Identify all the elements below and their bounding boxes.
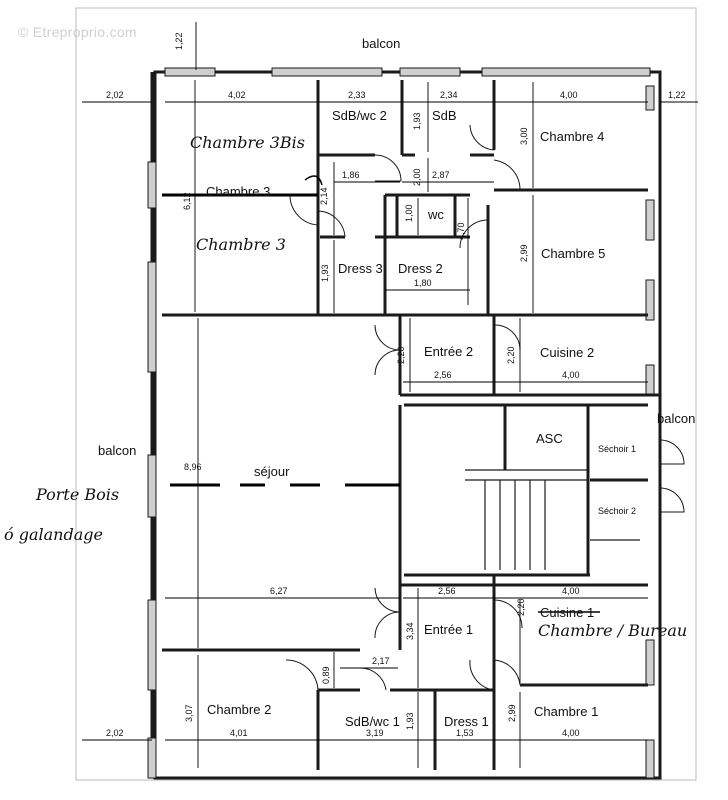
dim-bot-319: 3,19	[366, 728, 384, 738]
label-sdb-wc-1: SdB/wc 1	[345, 714, 400, 729]
dim-top-left-202: 2,02	[106, 90, 124, 100]
label-balcon-left: balcon	[98, 443, 136, 458]
dim-bot-401: 4,01	[230, 728, 248, 738]
label-dress-3: Dress 3	[338, 261, 383, 276]
dim-top-233: 2,33	[348, 90, 366, 100]
dim-217: 2,17	[372, 656, 390, 666]
dim-220-c: 2,20	[516, 598, 526, 616]
dim-top-400: 4,00	[560, 90, 578, 100]
dim-896: 8,96	[184, 462, 202, 472]
handwritten-chambre-bureau: Chambre / Bureau	[538, 621, 687, 640]
dim-220-b: 2,20	[506, 346, 516, 364]
dim-627: 6,27	[270, 586, 288, 596]
dim-307: 3,07	[184, 704, 194, 722]
dim-470: 4,70	[456, 222, 466, 240]
dim-top-right-122: 1,22	[668, 90, 686, 100]
dim-bot-202: 2,02	[106, 728, 124, 738]
label-balcon-top: balcon	[362, 36, 400, 51]
dim-220-a: 2,20	[396, 346, 406, 364]
label-cuisine-1: Cuisine 1	[540, 605, 594, 620]
dim-299-b: 2,99	[507, 704, 517, 722]
dim-bot-153: 1,53	[456, 728, 474, 738]
dim-bot-400: 4,00	[562, 728, 580, 738]
label-chambre-4: Chambre 4	[540, 129, 604, 144]
page-frame	[75, 7, 697, 781]
label-chambre-1: Chambre 1	[534, 704, 598, 719]
dim-193-b: 1,93	[320, 264, 330, 282]
dimension-lines	[82, 22, 698, 768]
dim-180: 1,80	[414, 278, 432, 288]
label-chambre-2: Chambre 2	[207, 702, 271, 717]
label-balcon-right: balcon	[657, 411, 695, 426]
handwritten-chambre-3bis: Chambre 3Bis	[190, 133, 305, 152]
dim-top-402: 4,02	[228, 90, 246, 100]
dim-top-122-v: 1,22	[174, 32, 184, 50]
dim-612: 6,12	[182, 192, 192, 210]
dim-193-a: 1,93	[412, 112, 422, 130]
label-dress-2: Dress 2	[398, 261, 443, 276]
dim-334: 3,34	[405, 622, 415, 640]
label-cuisine-2: Cuisine 2	[540, 345, 594, 360]
dim-400-c: 4,00	[562, 586, 580, 596]
label-sdb: SdB	[432, 108, 457, 123]
dim-299-a: 2,99	[519, 244, 529, 262]
dim-200: 2,00	[412, 168, 422, 186]
dim-100: 1,00	[404, 204, 414, 222]
label-sechoir-1: Séchoir 1	[598, 444, 636, 454]
label-wc: wc	[427, 207, 444, 222]
watermark: © Etreproprio.com	[18, 24, 137, 40]
windows-left	[147, 161, 157, 779]
dim-top-234: 2,34	[440, 90, 458, 100]
handwritten-porte-bois: Porte Bois	[35, 485, 119, 504]
handwritten-chambre-3: Chambre 3	[196, 235, 286, 254]
dim-186: 1,86	[342, 170, 360, 180]
dim-287: 2,87	[432, 170, 450, 180]
label-asc: ASC	[536, 431, 563, 446]
dim-193-c: 1,93	[405, 712, 415, 730]
label-dress-1: Dress 1	[444, 714, 489, 729]
label-entree-2: Entrée 2	[424, 344, 473, 359]
dim-214: 2,14	[319, 187, 329, 205]
dim-400-b: 4,00	[562, 370, 580, 380]
door-swings	[285, 124, 685, 691]
label-entree-1: Entrée 1	[424, 622, 473, 637]
outer-walls	[150, 70, 662, 780]
label-chambre-3: Chambre 3	[206, 184, 270, 199]
handwritten-galandage: ó galandage	[4, 525, 103, 544]
label-sechoir-2: Séchoir 2	[598, 506, 636, 516]
label-sdb-wc-2: SdB/wc 2	[332, 108, 387, 123]
handwritten-marks	[162, 175, 600, 613]
dim-089: 0,89	[321, 666, 331, 684]
windows-top	[164, 67, 651, 77]
label-sejour: séjour	[254, 464, 290, 479]
dim-256-a: 2,56	[434, 370, 452, 380]
dim-300: 3,00	[519, 127, 529, 145]
dim-256-b: 2,56	[438, 586, 456, 596]
label-chambre-5: Chambre 5	[541, 246, 605, 261]
